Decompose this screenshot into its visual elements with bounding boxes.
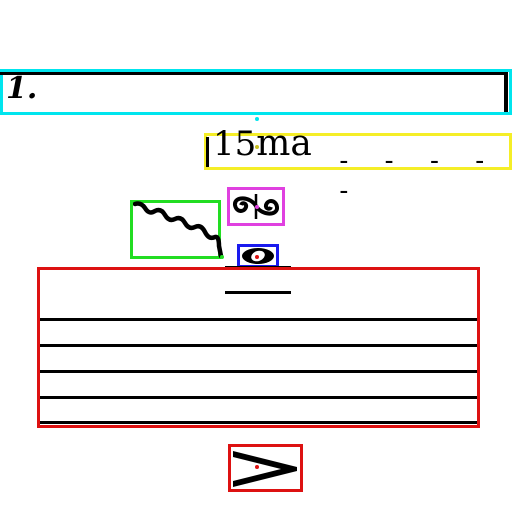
- volta-center-marker: [255, 117, 259, 121]
- ottava-suffix: ma: [256, 123, 312, 164]
- wavy-line-bounding-box: [130, 200, 221, 259]
- ottava-number: 15: [213, 124, 257, 164]
- staff-line-2: [40, 344, 477, 347]
- staff-line-4: [40, 396, 477, 399]
- turn-center-marker: [255, 205, 259, 209]
- turn-bounding-box: [227, 187, 285, 226]
- volta-bracket-line: [0, 72, 508, 75]
- wavy-line-end-marker: [220, 255, 224, 259]
- volta-bracket-hook: [504, 72, 508, 112]
- staff-line-1: [40, 318, 477, 321]
- notehead-center-marker: [255, 255, 259, 259]
- accent-bounding-box: [228, 444, 303, 492]
- accent-icon: [233, 451, 297, 487]
- ottava-label: 15ma: [213, 126, 312, 162]
- ledger-line: [225, 291, 291, 294]
- volta-number: 1.: [6, 71, 38, 106]
- staff-bounding-box: [37, 267, 480, 428]
- staff-line-5: [40, 421, 477, 424]
- ottava-center-marker: [255, 145, 259, 149]
- ottava-dashed-line: - - - - -: [336, 146, 495, 206]
- staff-line-3: [40, 370, 477, 373]
- accent-center-marker: [255, 465, 259, 469]
- ottava-bracket-hook: [206, 137, 209, 167]
- volta-bounding-box: [0, 69, 512, 115]
- wavy-line-icon: [133, 201, 224, 259]
- ottava-bounding-box: [204, 133, 512, 170]
